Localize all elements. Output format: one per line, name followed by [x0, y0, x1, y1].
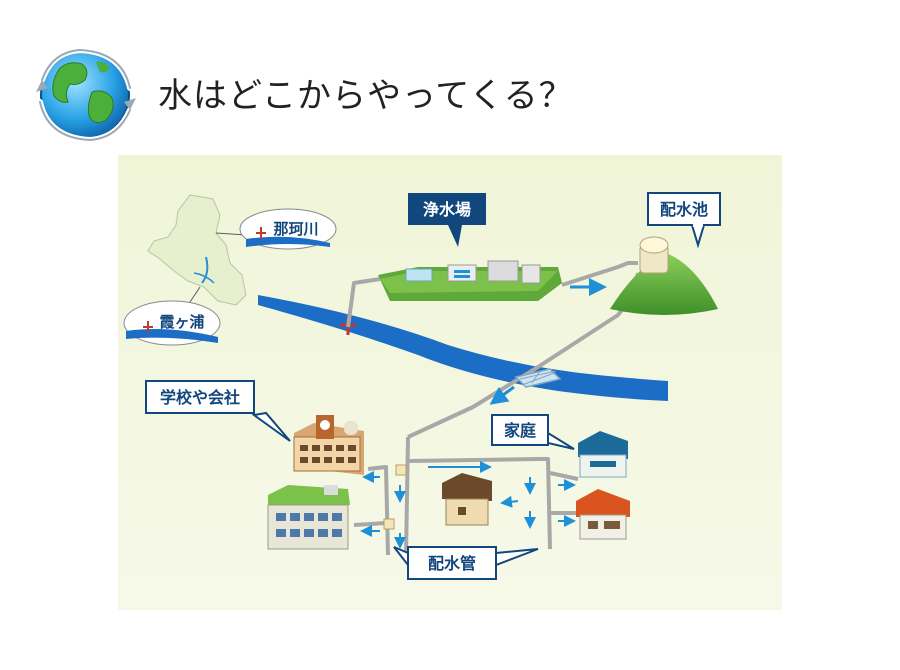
water-supply-diagram: 那珂川 霞ヶ浦: [118, 155, 782, 610]
school-company-label: 学校や会社: [160, 388, 240, 407]
purification-plant: [378, 260, 562, 301]
flow-arrows: [360, 461, 576, 549]
small-house: [442, 473, 492, 526]
distribution-reservoir-callout: 配水池: [647, 192, 721, 249]
flow-arrow-icon: [489, 385, 515, 405]
naka-river-bubble: 那珂川: [215, 208, 337, 250]
homes-callout: 家庭: [491, 414, 575, 450]
distribution-reservoir-label: 配水池: [660, 200, 708, 219]
intake-marker-icon: [256, 227, 266, 239]
naka-river-label: 那珂川: [273, 220, 318, 238]
prefecture-map: [147, 194, 247, 306]
pipe-junctions: [383, 464, 407, 530]
purification-plant-label: 浄水場: [423, 200, 471, 219]
page-title: 水はどこからやってくる？: [158, 76, 574, 116]
homes-label: 家庭: [504, 421, 536, 440]
river: [258, 295, 668, 401]
kasumigaura-bubble: 霞ヶ浦: [123, 286, 221, 346]
pipe-bridge: [514, 368, 562, 388]
school-company-callout: 学校や会社: [145, 380, 291, 442]
school-building: [293, 415, 364, 475]
home-2: [576, 489, 630, 540]
globe-icon: [36, 46, 136, 144]
distribution-pipe-callout: 配水管: [393, 546, 539, 580]
distribution-reservoir: [610, 236, 718, 315]
kasumigaura-label: 霞ヶ浦: [159, 313, 204, 331]
purification-plant-callout: 浄水場: [408, 193, 486, 247]
distribution-pipe-label: 配水管: [428, 554, 476, 573]
intake-marker-icon: [143, 321, 153, 333]
home-1: [578, 431, 628, 478]
company-building: [267, 485, 350, 550]
